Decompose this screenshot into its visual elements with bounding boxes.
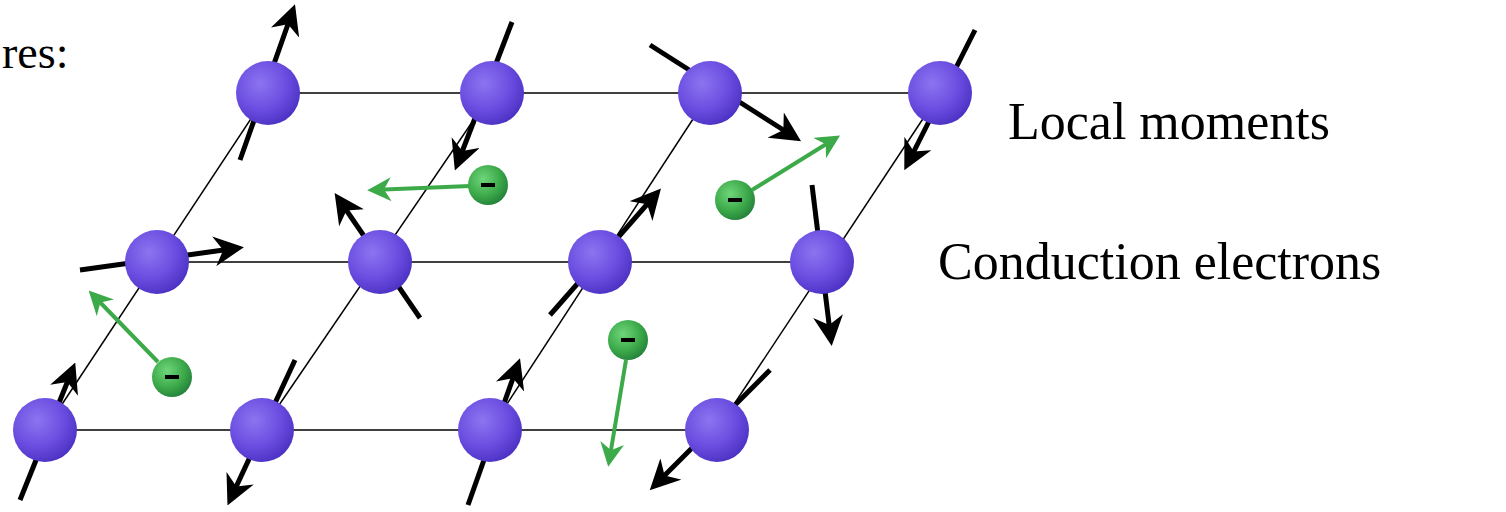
- conduction-electrons: [152, 165, 755, 397]
- legend-label: Local moments: [1008, 96, 1330, 148]
- electron-spin-arrows: [92, 138, 836, 462]
- local-moment-spheres: [13, 61, 972, 462]
- lattice-lines: [45, 93, 940, 430]
- legend-label: Conduction electrons: [938, 236, 1381, 288]
- spin-arrows: [20, 10, 975, 505]
- heading-fragment: res:: [2, 30, 68, 76]
